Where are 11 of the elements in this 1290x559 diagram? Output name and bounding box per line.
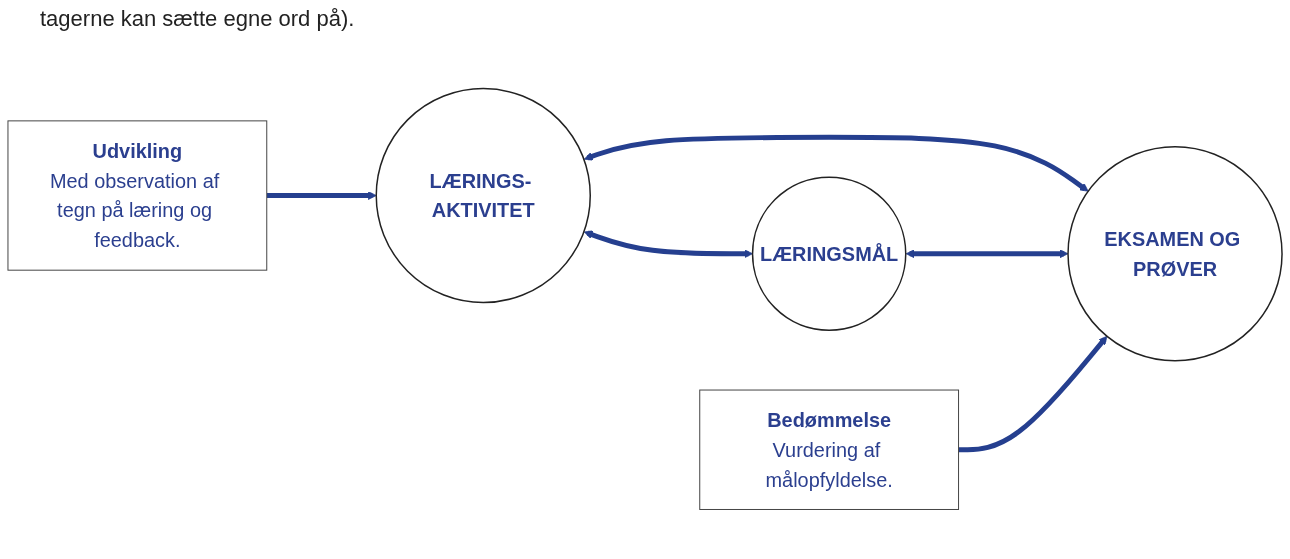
- node-circle: LÆRINGS- AKTIVITET: [375, 87, 591, 304]
- arrow: [266, 191, 377, 200]
- arrow: [583, 134, 1089, 192]
- note-text: tagerne kan sætte egne ord på).: [40, 6, 355, 32]
- arrow: [958, 335, 1108, 453]
- node-box: Bedømmelse Vurdering af målopfyldelse.: [699, 389, 960, 510]
- arrow: [905, 249, 1069, 259]
- node-circle: LÆRINGSMÅL: [751, 176, 907, 332]
- node-circle: EKSAMEN OG PRØVER: [1067, 145, 1283, 362]
- arrow: [583, 230, 753, 259]
- node-box: Udvikling Med observation af tegn på læring og feedback.: [7, 120, 268, 271]
